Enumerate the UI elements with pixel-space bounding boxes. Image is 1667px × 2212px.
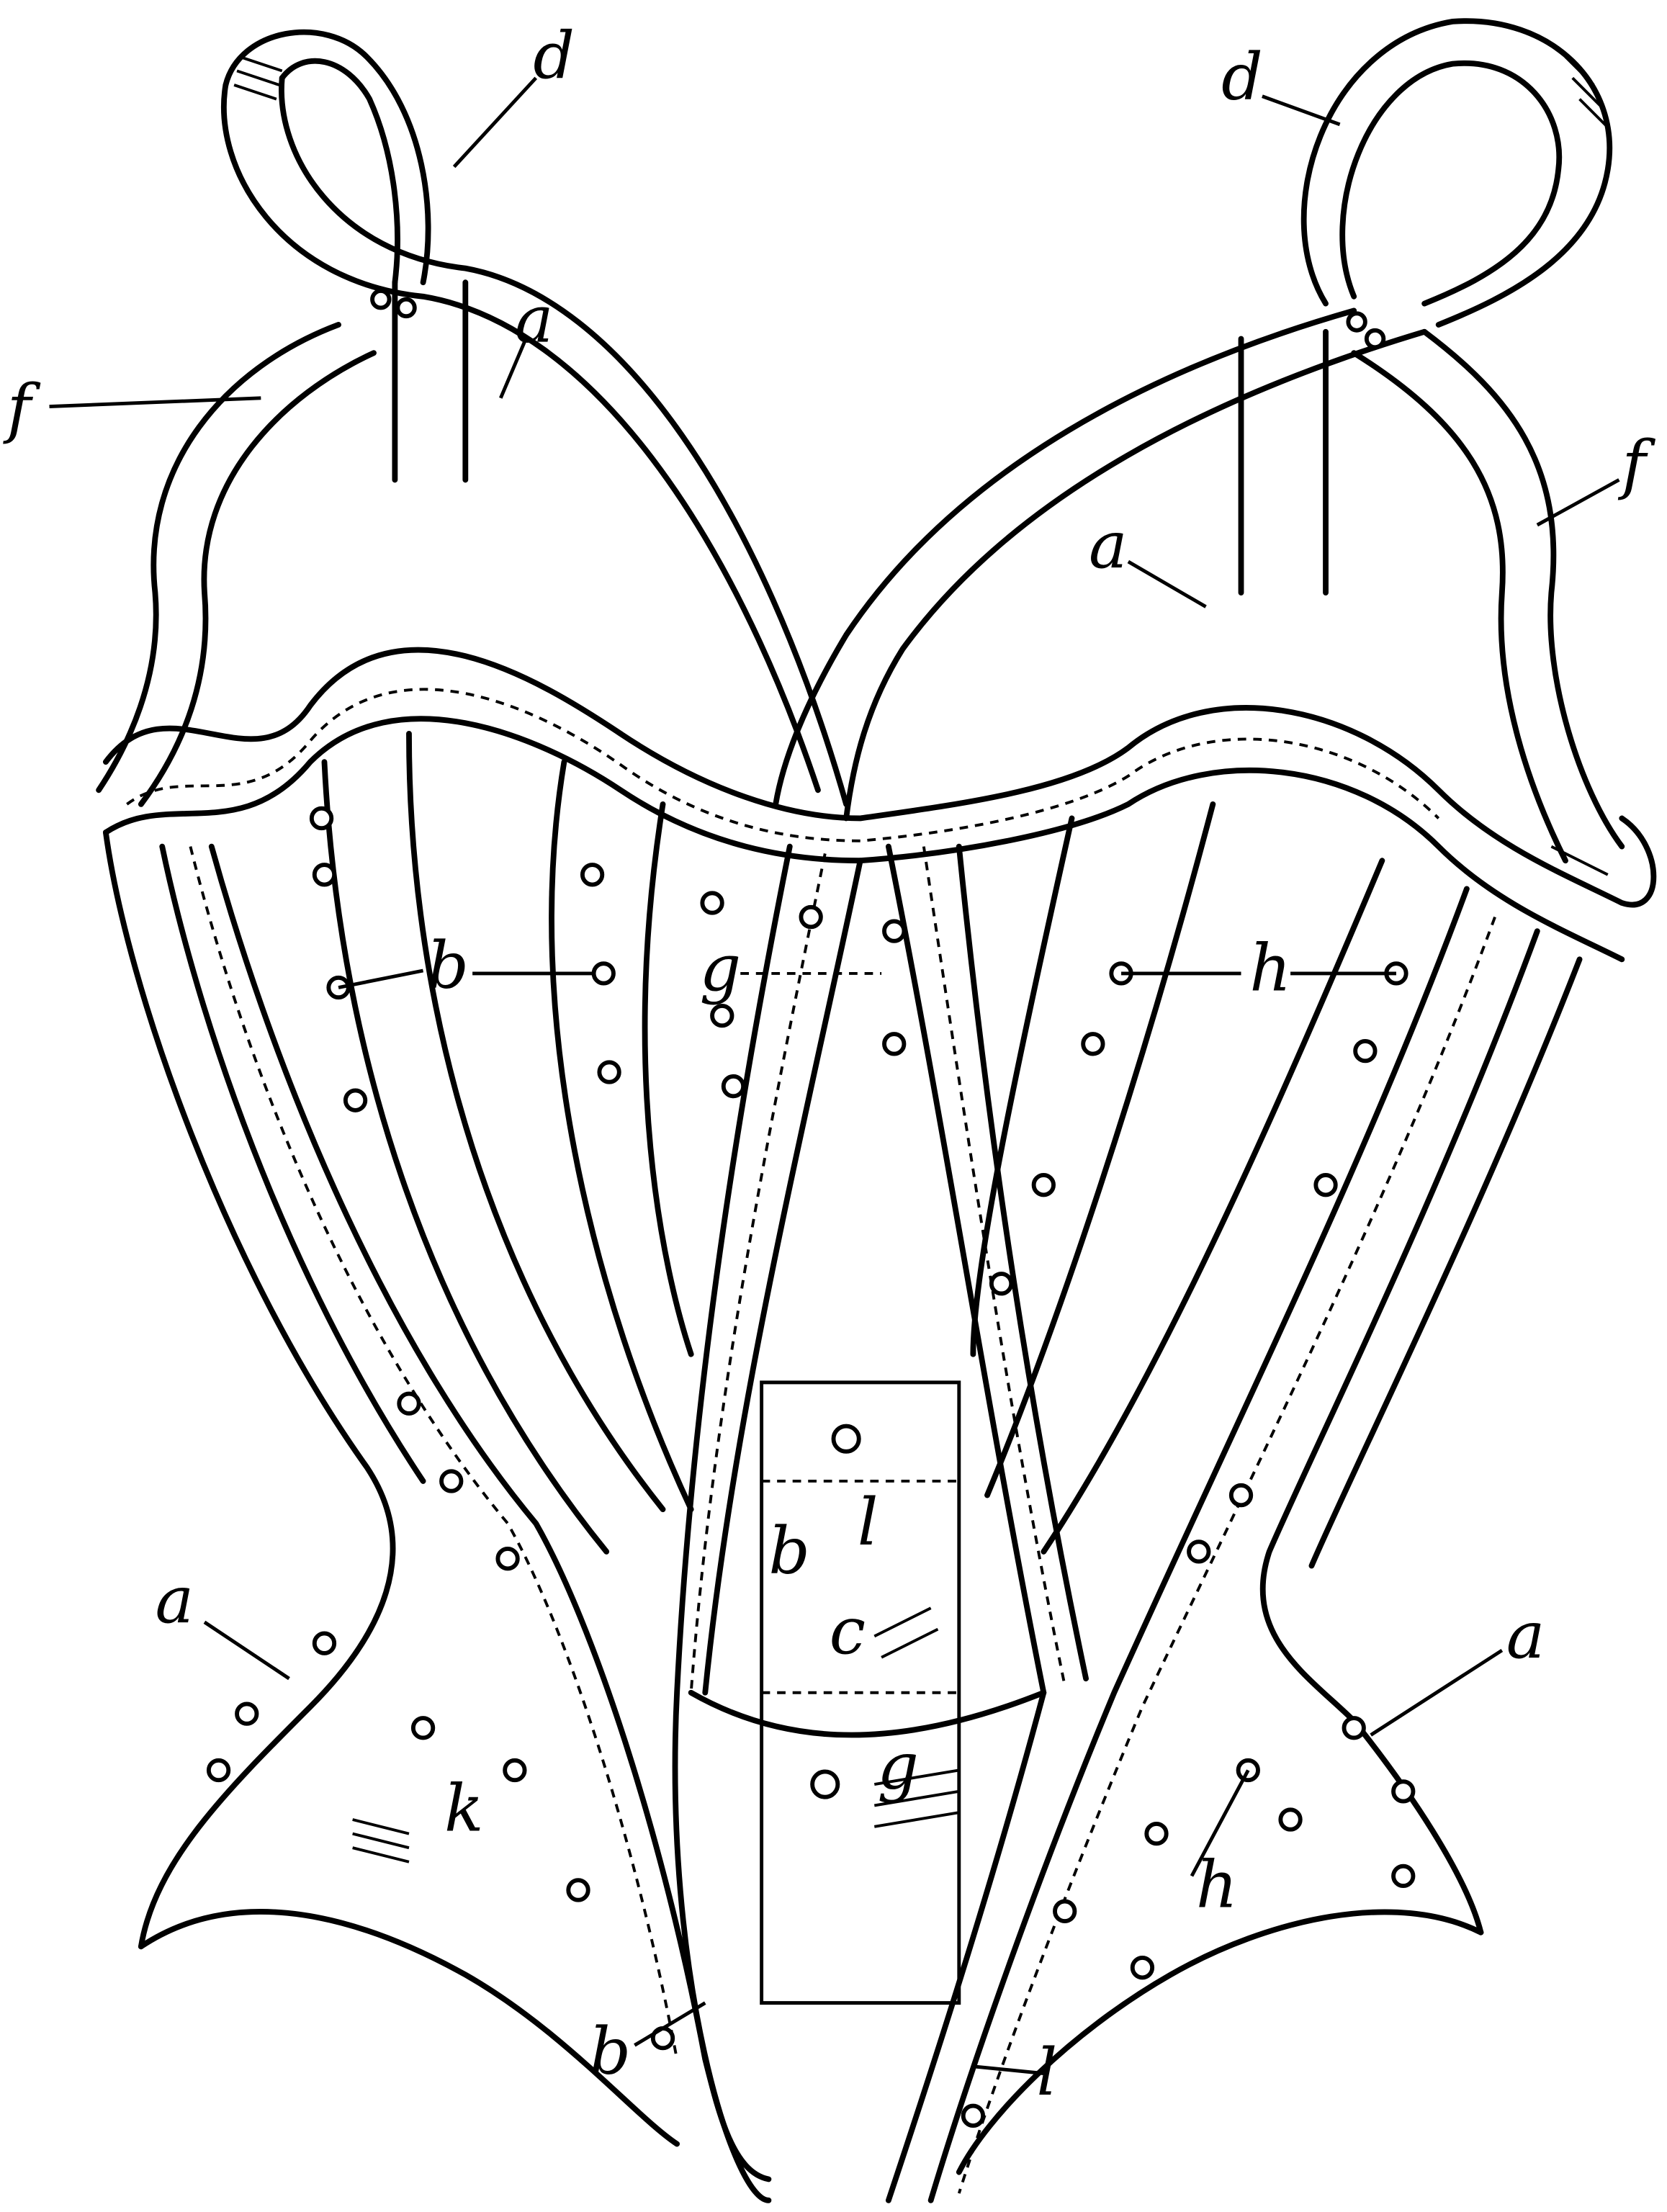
label-a-bottom-right: a: [1506, 1598, 1545, 1673]
shading: [233, 55, 1609, 1863]
label-h-upper-right: h: [1249, 930, 1291, 1006]
labels: d d f f a a b h g b l c g a a k h b l: [3, 18, 1656, 2110]
label-f-right: f: [1617, 427, 1655, 503]
label-h-bottom-right: h: [1196, 1847, 1238, 1923]
label-d-right: d: [1221, 40, 1263, 115]
label-b-upper-left: b: [427, 927, 469, 1003]
right-shoulder-strap: [773, 18, 1625, 864]
label-a-top-right: a: [1089, 508, 1128, 583]
label-c-center: c: [830, 1593, 866, 1669]
label-a-top-left: a: [515, 282, 554, 357]
eyelets: [206, 806, 1416, 2128]
label-b-bottom-right: l: [1037, 2035, 1058, 2110]
leader-lines: [49, 76, 1620, 2075]
label-b-center-left: b: [768, 1513, 810, 1588]
label-g-lower: g: [877, 1729, 919, 1804]
label-a-bottom-left: a: [155, 1563, 194, 1638]
label-b-center-right: l: [858, 1485, 879, 1560]
label-k-bottom-left: k: [444, 1771, 484, 1847]
left-shoulder-strap: [96, 29, 850, 807]
label-g-center: g: [699, 930, 741, 1006]
label-b-bottom-left: b: [590, 2014, 632, 2090]
label-f-left: f: [3, 371, 41, 446]
corset-body: [102, 731, 1583, 2203]
label-d-left: d: [533, 18, 575, 94]
